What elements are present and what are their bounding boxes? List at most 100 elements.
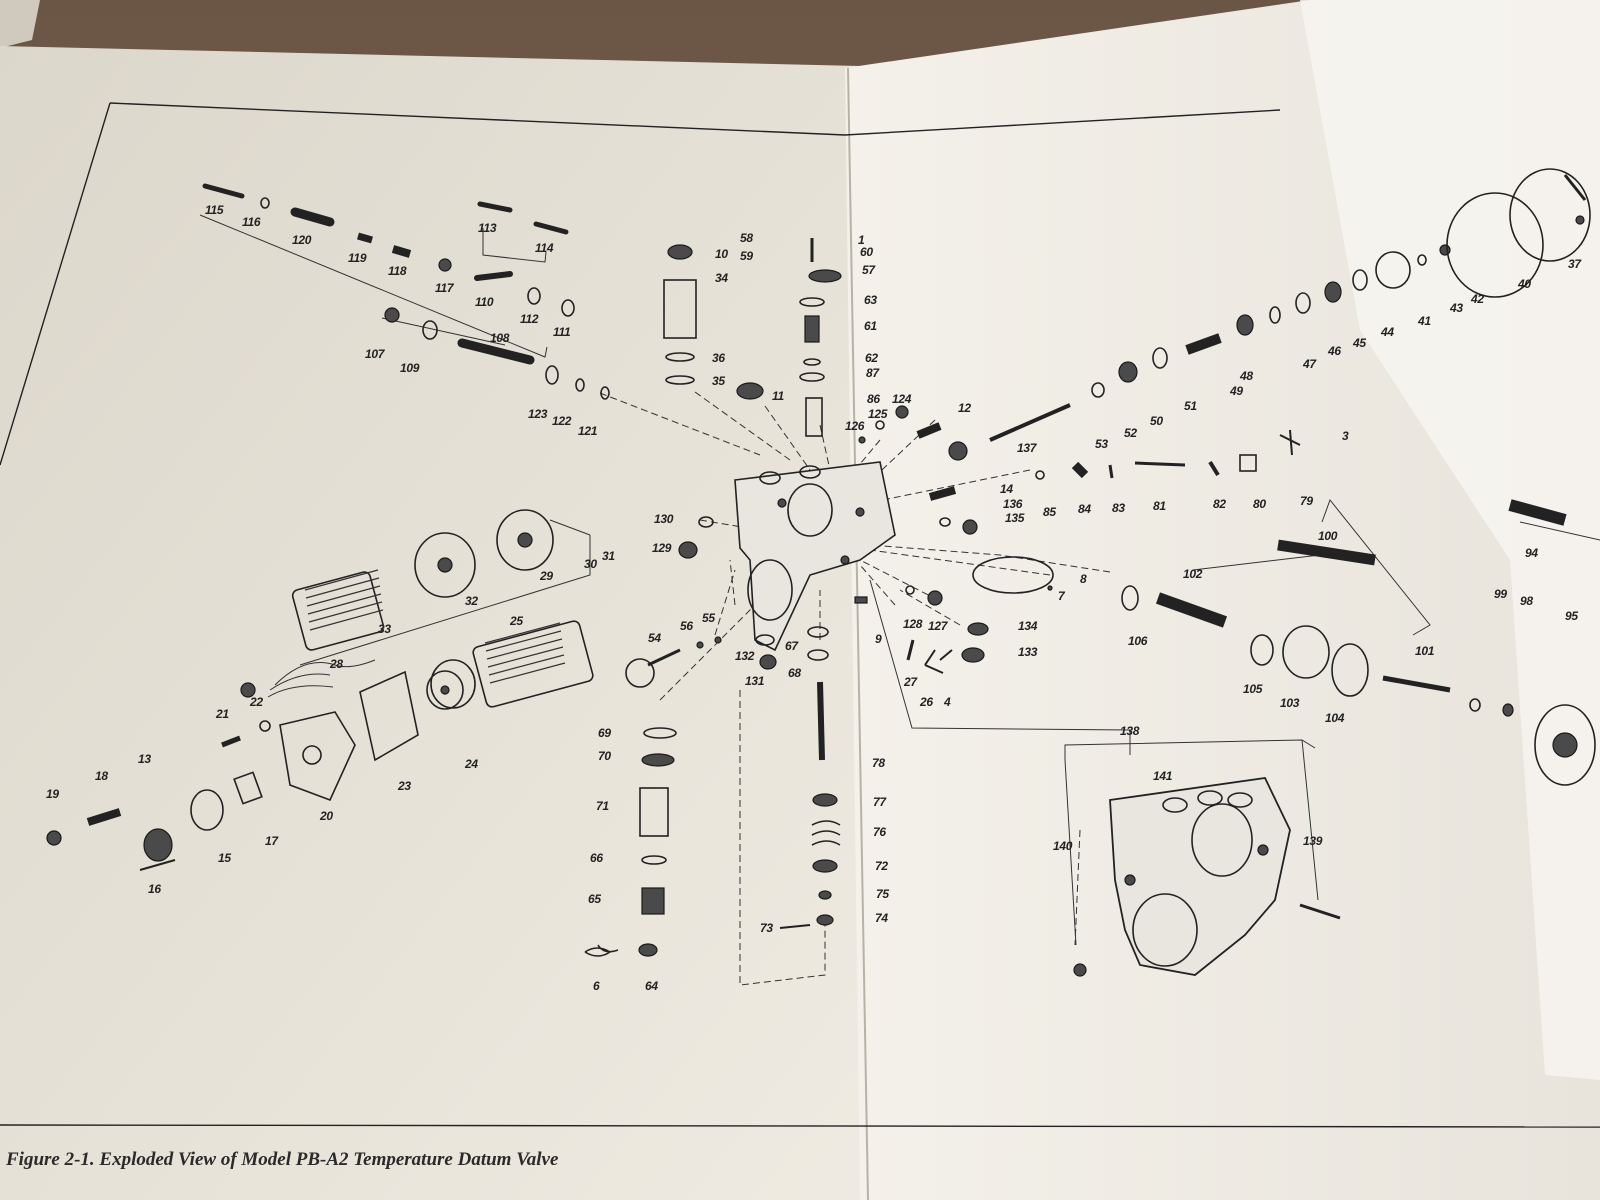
part-label-106: 106 — [1128, 634, 1148, 648]
part-label-13: 13 — [138, 752, 151, 766]
part-label-46: 46 — [1327, 344, 1341, 358]
part-label-70: 70 — [598, 749, 611, 763]
part-label-98: 98 — [1520, 594, 1533, 608]
part-label-61: 61 — [864, 319, 877, 333]
part-label-138: 138 — [1120, 724, 1140, 738]
part-label-85: 85 — [1043, 505, 1056, 519]
part-label-124: 124 — [892, 392, 912, 406]
foldout-strip — [1300, 0, 1600, 1080]
part-label-3: 3 — [1342, 429, 1349, 443]
part-label-36: 36 — [712, 351, 725, 365]
part-label-40: 40 — [1517, 277, 1531, 291]
part-label-14: 14 — [1000, 482, 1013, 496]
page-gutter — [847, 67, 869, 1200]
part-label-75: 75 — [876, 887, 889, 901]
valve-housing — [734, 461, 896, 652]
part-label-116: 116 — [242, 215, 261, 229]
part-label-141: 141 — [1153, 769, 1173, 783]
part-label-32: 32 — [465, 594, 478, 608]
part-label-23: 23 — [397, 779, 411, 793]
part-label-51: 51 — [1184, 399, 1197, 413]
part-label-132: 132 — [735, 649, 755, 663]
part-label-42: 42 — [1470, 292, 1484, 306]
part-label-58: 58 — [740, 231, 753, 245]
part-label-57: 57 — [862, 263, 876, 277]
part-label-44: 44 — [1380, 325, 1394, 339]
part-label-133: 133 — [1018, 645, 1038, 659]
part-label-111: 111 — [553, 325, 571, 339]
part-label-81: 81 — [1153, 499, 1166, 513]
part-label-79: 79 — [1300, 494, 1313, 508]
part-label-128: 128 — [903, 617, 923, 631]
part-label-9: 9 — [875, 632, 882, 646]
part-label-8: 8 — [1080, 572, 1087, 586]
part-label-76: 76 — [873, 825, 886, 839]
part-label-107: 107 — [365, 347, 386, 361]
part-label-99: 99 — [1494, 587, 1507, 601]
part-label-17: 17 — [265, 834, 279, 848]
part-label-131: 131 — [745, 674, 765, 688]
part-label-95: 95 — [1565, 609, 1578, 623]
part-labels: 1346789101112131415161718192021222324252… — [46, 203, 1583, 993]
part-label-108: 108 — [490, 331, 510, 345]
part-label-6: 6 — [593, 979, 600, 993]
part-label-110: 110 — [475, 295, 494, 309]
part-label-84: 84 — [1078, 502, 1091, 516]
part-label-60: 60 — [860, 245, 873, 259]
part-label-33: 33 — [378, 622, 391, 636]
part-label-112: 112 — [520, 312, 539, 326]
figure-caption: Figure 2-1. Exploded View of Model PB-A2… — [5, 1149, 559, 1170]
part-label-4: 4 — [943, 695, 951, 709]
part-label-127: 127 — [928, 619, 949, 633]
part-label-67: 67 — [785, 639, 799, 653]
part-label-45: 45 — [1352, 336, 1366, 350]
part-label-37: 37 — [1568, 257, 1582, 271]
part-label-31: 31 — [602, 549, 615, 563]
part-label-34: 34 — [715, 271, 728, 285]
part-label-73: 73 — [760, 921, 773, 935]
part-label-119: 119 — [348, 251, 367, 265]
part-label-16: 16 — [148, 882, 161, 896]
part-label-102: 102 — [1183, 567, 1203, 581]
page-stack-edge — [0, 0, 40, 48]
part-label-59: 59 — [740, 249, 753, 263]
part-label-121: 121 — [578, 424, 598, 438]
figure-border-bottom — [0, 1124, 1600, 1128]
part-label-22: 22 — [249, 695, 263, 709]
part-label-126: 126 — [845, 419, 865, 433]
part-label-35: 35 — [712, 374, 725, 388]
part-label-53: 53 — [1095, 437, 1108, 451]
part-label-20: 20 — [319, 809, 333, 823]
part-label-30: 30 — [584, 557, 597, 571]
part-label-130: 130 — [654, 512, 674, 526]
part-label-94: 94 — [1525, 546, 1538, 560]
part-label-120: 120 — [292, 233, 312, 247]
part-label-64: 64 — [645, 979, 658, 993]
part-label-101: 101 — [1415, 644, 1435, 658]
part-label-80: 80 — [1253, 497, 1266, 511]
part-label-140: 140 — [1053, 839, 1073, 853]
part-label-21: 21 — [215, 707, 229, 721]
part-label-113: 113 — [478, 221, 497, 235]
part-label-87: 87 — [866, 366, 880, 380]
left-page — [0, 46, 900, 1200]
part-label-137: 137 — [1017, 441, 1038, 455]
part-label-77: 77 — [873, 795, 887, 809]
part-label-28: 28 — [329, 657, 343, 671]
part-label-7: 7 — [1058, 589, 1066, 603]
part-label-29: 29 — [539, 569, 553, 583]
part-label-129: 129 — [652, 541, 672, 555]
part-label-66: 66 — [590, 851, 603, 865]
part-label-18: 18 — [95, 769, 108, 783]
part-label-103: 103 — [1280, 696, 1300, 710]
part-label-135: 135 — [1005, 511, 1025, 525]
part-label-11: 11 — [772, 389, 784, 403]
part-label-27: 27 — [903, 675, 918, 689]
part-label-114: 114 — [535, 241, 554, 255]
solenoid-coils — [240, 509, 594, 710]
part-label-43: 43 — [1449, 301, 1463, 315]
part-label-12: 12 — [958, 401, 971, 415]
part-label-105: 105 — [1243, 682, 1263, 696]
part-label-68: 68 — [788, 666, 801, 680]
part-label-72: 72 — [875, 859, 888, 873]
